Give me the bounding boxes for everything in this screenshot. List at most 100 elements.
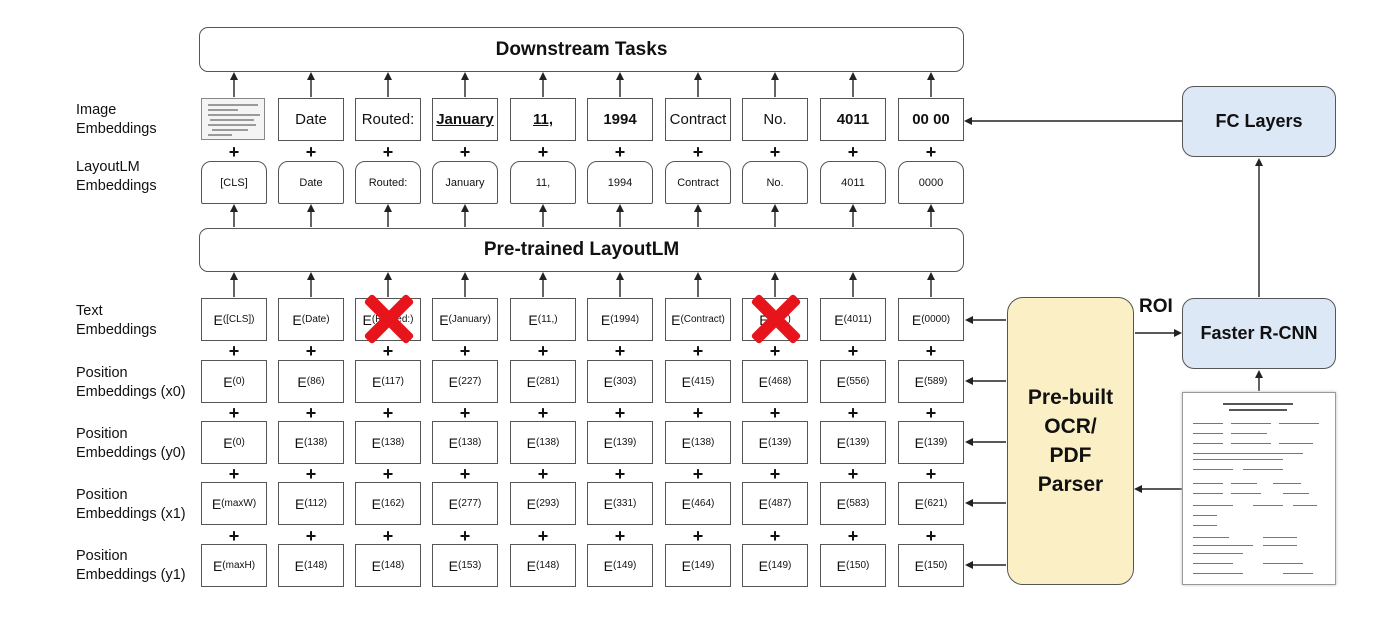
mask-x-icon: [749, 292, 801, 344]
embedding-symbol: E: [371, 434, 381, 451]
plus-sign: +: [692, 526, 704, 546]
x0-embedding-box: E(589): [898, 360, 964, 403]
plus-sign: +: [769, 526, 781, 546]
row-label-text-line: Embeddings: [76, 322, 157, 338]
embedding-subscript: (138): [303, 437, 328, 448]
plus-sign: +: [692, 464, 704, 484]
y1-embedding-box: E(149): [587, 544, 653, 587]
row-label-x0-line: Position: [76, 365, 128, 381]
embedding-symbol: E: [911, 311, 922, 328]
embedding-subscript: (162): [380, 498, 405, 509]
embedding-subscript: (487): [767, 498, 792, 509]
embedding-subscript: (281): [535, 376, 560, 387]
row-label-x1-line: Position: [76, 487, 128, 503]
embedding-subscript: (Contract): [680, 314, 725, 325]
embedding-symbol: E: [526, 373, 536, 390]
row-label-text-line: Text: [76, 303, 103, 319]
layoutlm-embedding-box: Routed:: [355, 161, 421, 204]
image-embedding-box: 1994: [587, 98, 653, 141]
embedding-subscript: (112): [304, 498, 327, 509]
y0-embedding-box: E(138): [432, 421, 498, 464]
embedding-symbol: E: [295, 495, 305, 512]
embedding-subscript: (117): [381, 376, 404, 387]
embedding-symbol: E: [528, 311, 538, 328]
embedding-symbol: E: [371, 495, 381, 512]
embedding-subscript: (589): [923, 376, 948, 387]
x1-embedding-box: E(maxW): [201, 482, 267, 525]
embedding-subscript: (139): [845, 437, 870, 448]
embedding-symbol: E: [294, 557, 304, 574]
embedding-symbol: E: [681, 434, 691, 451]
x0-embedding-box: E(556): [820, 360, 886, 403]
embedding-symbol: E: [211, 495, 222, 512]
plus-sign: +: [692, 341, 704, 361]
x1-embedding-box: E(277): [432, 482, 498, 525]
embedding-subscript: (293): [535, 498, 560, 509]
image-token-text: January: [436, 111, 494, 128]
plus-sign: +: [692, 403, 704, 423]
embedding-symbol: E: [758, 434, 768, 451]
x1-embedding-box: E(112): [278, 482, 344, 525]
x0-embedding-box: E(303): [587, 360, 653, 403]
plus-sign: +: [305, 464, 317, 484]
embedding-subscript: (468): [767, 376, 792, 387]
plus-sign: +: [305, 526, 317, 546]
embedding-symbol: E: [836, 495, 846, 512]
image-embedding-box: Contract: [665, 98, 731, 141]
embedding-symbol: E: [758, 373, 768, 390]
plus-sign: +: [305, 341, 317, 361]
y1-embedding-box: E(148): [278, 544, 344, 587]
plus-sign: +: [459, 341, 471, 361]
y1-embedding-box: E(148): [510, 544, 576, 587]
row-label-y0-line: Embeddings (y0): [76, 445, 186, 461]
plus-sign: +: [925, 341, 937, 361]
image-token-text: 11,: [532, 111, 554, 128]
embedding-subscript: (150): [923, 560, 948, 571]
x0-embedding-box: E(117): [355, 360, 421, 403]
embedding-symbol: E: [213, 311, 223, 328]
x1-embedding-box: E(487): [742, 482, 808, 525]
plus-sign: +: [459, 142, 471, 162]
plus-sign: +: [847, 526, 859, 546]
embedding-symbol: E: [603, 495, 613, 512]
embedding-subscript: (148): [303, 560, 328, 571]
plus-sign: +: [614, 341, 626, 361]
y0-embedding-box: E(139): [742, 421, 808, 464]
embedding-subscript: (138): [457, 437, 482, 448]
plus-sign: +: [537, 464, 549, 484]
embedding-subscript: (464): [690, 498, 715, 509]
embedding-subscript: (138): [380, 437, 405, 448]
plus-sign: +: [382, 341, 394, 361]
row-label-y1-line: Position: [76, 548, 128, 564]
embedding-subscript: (149): [690, 560, 715, 571]
y0-embedding-box: E(138): [278, 421, 344, 464]
mask-x-icon: [362, 292, 414, 344]
plus-sign: +: [847, 403, 859, 423]
embedding-symbol: E: [603, 557, 613, 574]
layoutlm-embedding-box: 4011: [820, 161, 886, 204]
row-label-x0-line: Embeddings (x0): [76, 384, 186, 400]
image-embedding-box: 11,: [510, 98, 576, 141]
embedding-symbol: E: [448, 495, 458, 512]
x1-embedding-box: E(464): [665, 482, 731, 525]
embedding-symbol: E: [681, 495, 691, 512]
image-embedding-box: 00 00: [898, 98, 964, 141]
embedding-symbol: E: [681, 373, 691, 390]
x1-embedding-box: E(331): [587, 482, 653, 525]
image-token-text: No.: [763, 111, 787, 128]
y1-embedding-box: E(153): [432, 544, 498, 587]
plus-sign: +: [228, 464, 240, 484]
y1-embedding-box: E(149): [665, 544, 731, 587]
x0-embedding-box: E(468): [742, 360, 808, 403]
y0-embedding-box: E(138): [510, 421, 576, 464]
image-embedding-box: Routed:: [355, 98, 421, 141]
embedding-symbol: E: [681, 557, 691, 574]
x1-embedding-box: E(293): [510, 482, 576, 525]
embedding-subscript: (153): [457, 560, 482, 571]
y0-embedding-box: E(138): [355, 421, 421, 464]
embedding-symbol: E: [836, 373, 846, 390]
embedding-symbol: E: [448, 434, 458, 451]
